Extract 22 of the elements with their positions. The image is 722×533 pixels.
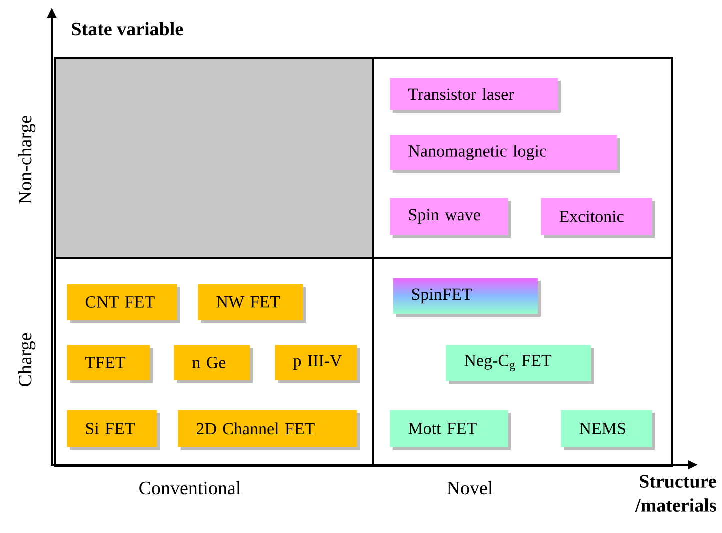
device-box: Spin wave [390,198,511,238]
device-box: SpinFET [393,278,541,317]
device-box: CNT FET [67,284,180,323]
device-box: Transistor laser [390,78,561,113]
device-box: 2D Channel FET [178,410,360,450]
axis-label: Conventional [140,481,241,495]
device-box: Excitonic [541,198,655,238]
device-box: Si FET [67,410,160,450]
quadrant-cell [54,57,374,259]
axis-title: State variable [72,22,184,36]
device-box: NW FET [198,284,306,323]
device-box: Neg-C$_{g}$ FET [446,345,594,384]
axis-label: Novel [447,481,493,495]
device-box: p III-V [275,345,360,383]
axis-label: Non-charge [18,116,36,204]
device-box: NEMS [561,410,655,450]
device-box: TFET [67,345,153,383]
device-box: Nanomagnetic logic [390,135,620,173]
device-box: Mott FET [390,410,511,450]
device-box: n Ge [174,345,253,383]
axis-label: Charge [18,333,36,386]
axis-title: Structure /materials [635,475,716,512]
